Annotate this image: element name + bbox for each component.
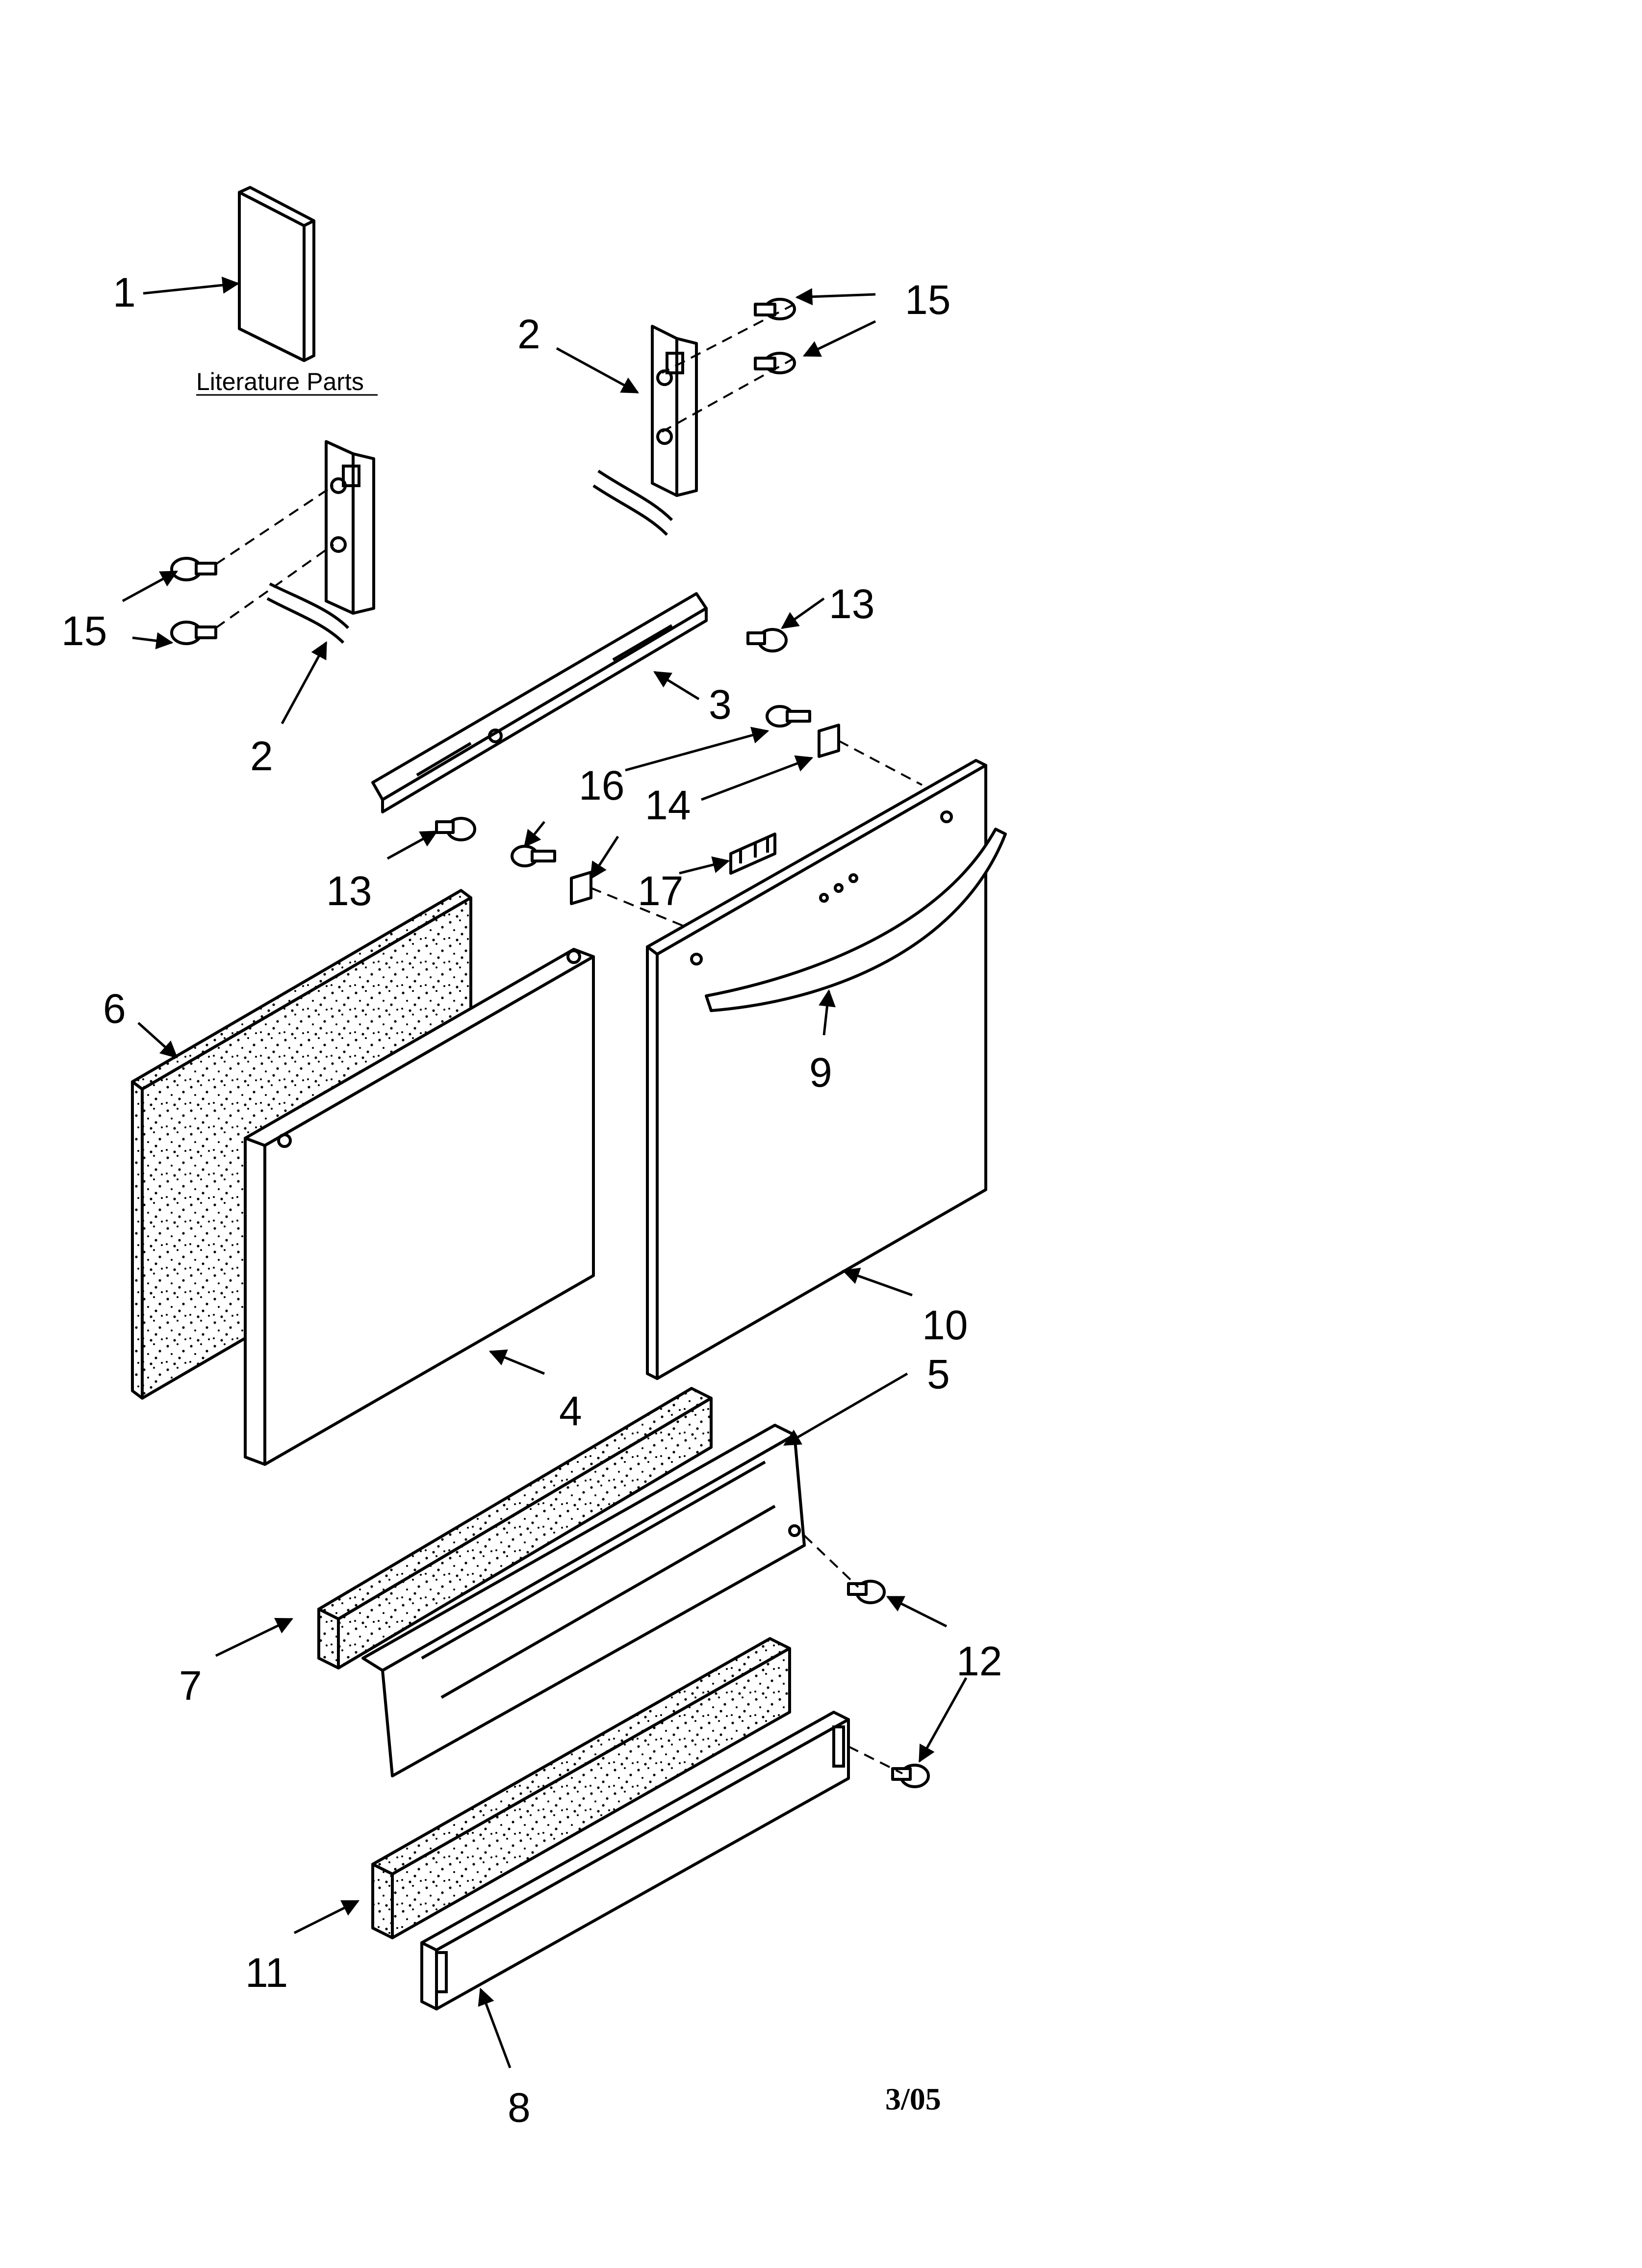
door-outer-panel bbox=[646, 759, 987, 1380]
callout-4: 4 bbox=[559, 1388, 582, 1434]
door-inner-panel bbox=[244, 948, 595, 1466]
callout-14: 14 bbox=[645, 782, 691, 828]
callout-2-upper: 2 bbox=[517, 311, 540, 357]
callout-16: 16 bbox=[579, 762, 624, 808]
callout-1: 1 bbox=[113, 269, 136, 315]
callout-8: 8 bbox=[508, 2085, 531, 2131]
screw-15-group bbox=[170, 298, 796, 645]
toe-kick-frame bbox=[361, 1424, 806, 1777]
foam-insulation-block bbox=[317, 1387, 713, 1669]
leader-lines bbox=[122, 276, 968, 2068]
callout-15-upper: 15 bbox=[905, 277, 950, 323]
callout-12: 12 bbox=[956, 1638, 1002, 1684]
callout-13-lower: 13 bbox=[326, 868, 372, 914]
screw-13-group bbox=[435, 628, 788, 841]
callout-7: 7 bbox=[179, 1663, 202, 1709]
foam-strip bbox=[371, 1637, 791, 1939]
callout-3: 3 bbox=[709, 681, 732, 728]
callout-9: 9 bbox=[809, 1049, 832, 1095]
door-top-rail bbox=[371, 592, 708, 813]
callout-6: 6 bbox=[103, 986, 126, 1032]
screw-12-group bbox=[847, 1580, 930, 1788]
callout-10: 10 bbox=[922, 1302, 968, 1348]
callout-11: 11 bbox=[245, 1950, 288, 1996]
callout-15-lower: 15 bbox=[61, 608, 107, 654]
literature-booklet bbox=[238, 186, 315, 362]
callout-2-lower: 2 bbox=[250, 733, 273, 779]
hinge-bracket-upper bbox=[592, 325, 698, 536]
callout-5: 5 bbox=[927, 1351, 950, 1397]
callout-13-upper: 13 bbox=[829, 581, 874, 627]
kick-plate bbox=[420, 1711, 850, 2010]
date-code: 3/05 bbox=[885, 2082, 941, 2116]
clip-14-group bbox=[570, 724, 840, 905]
callout-17: 17 bbox=[638, 868, 683, 914]
bracket-17 bbox=[729, 833, 776, 875]
hinge-bracket-lower bbox=[266, 440, 375, 644]
literature-caption: Literature Parts bbox=[196, 368, 364, 395]
